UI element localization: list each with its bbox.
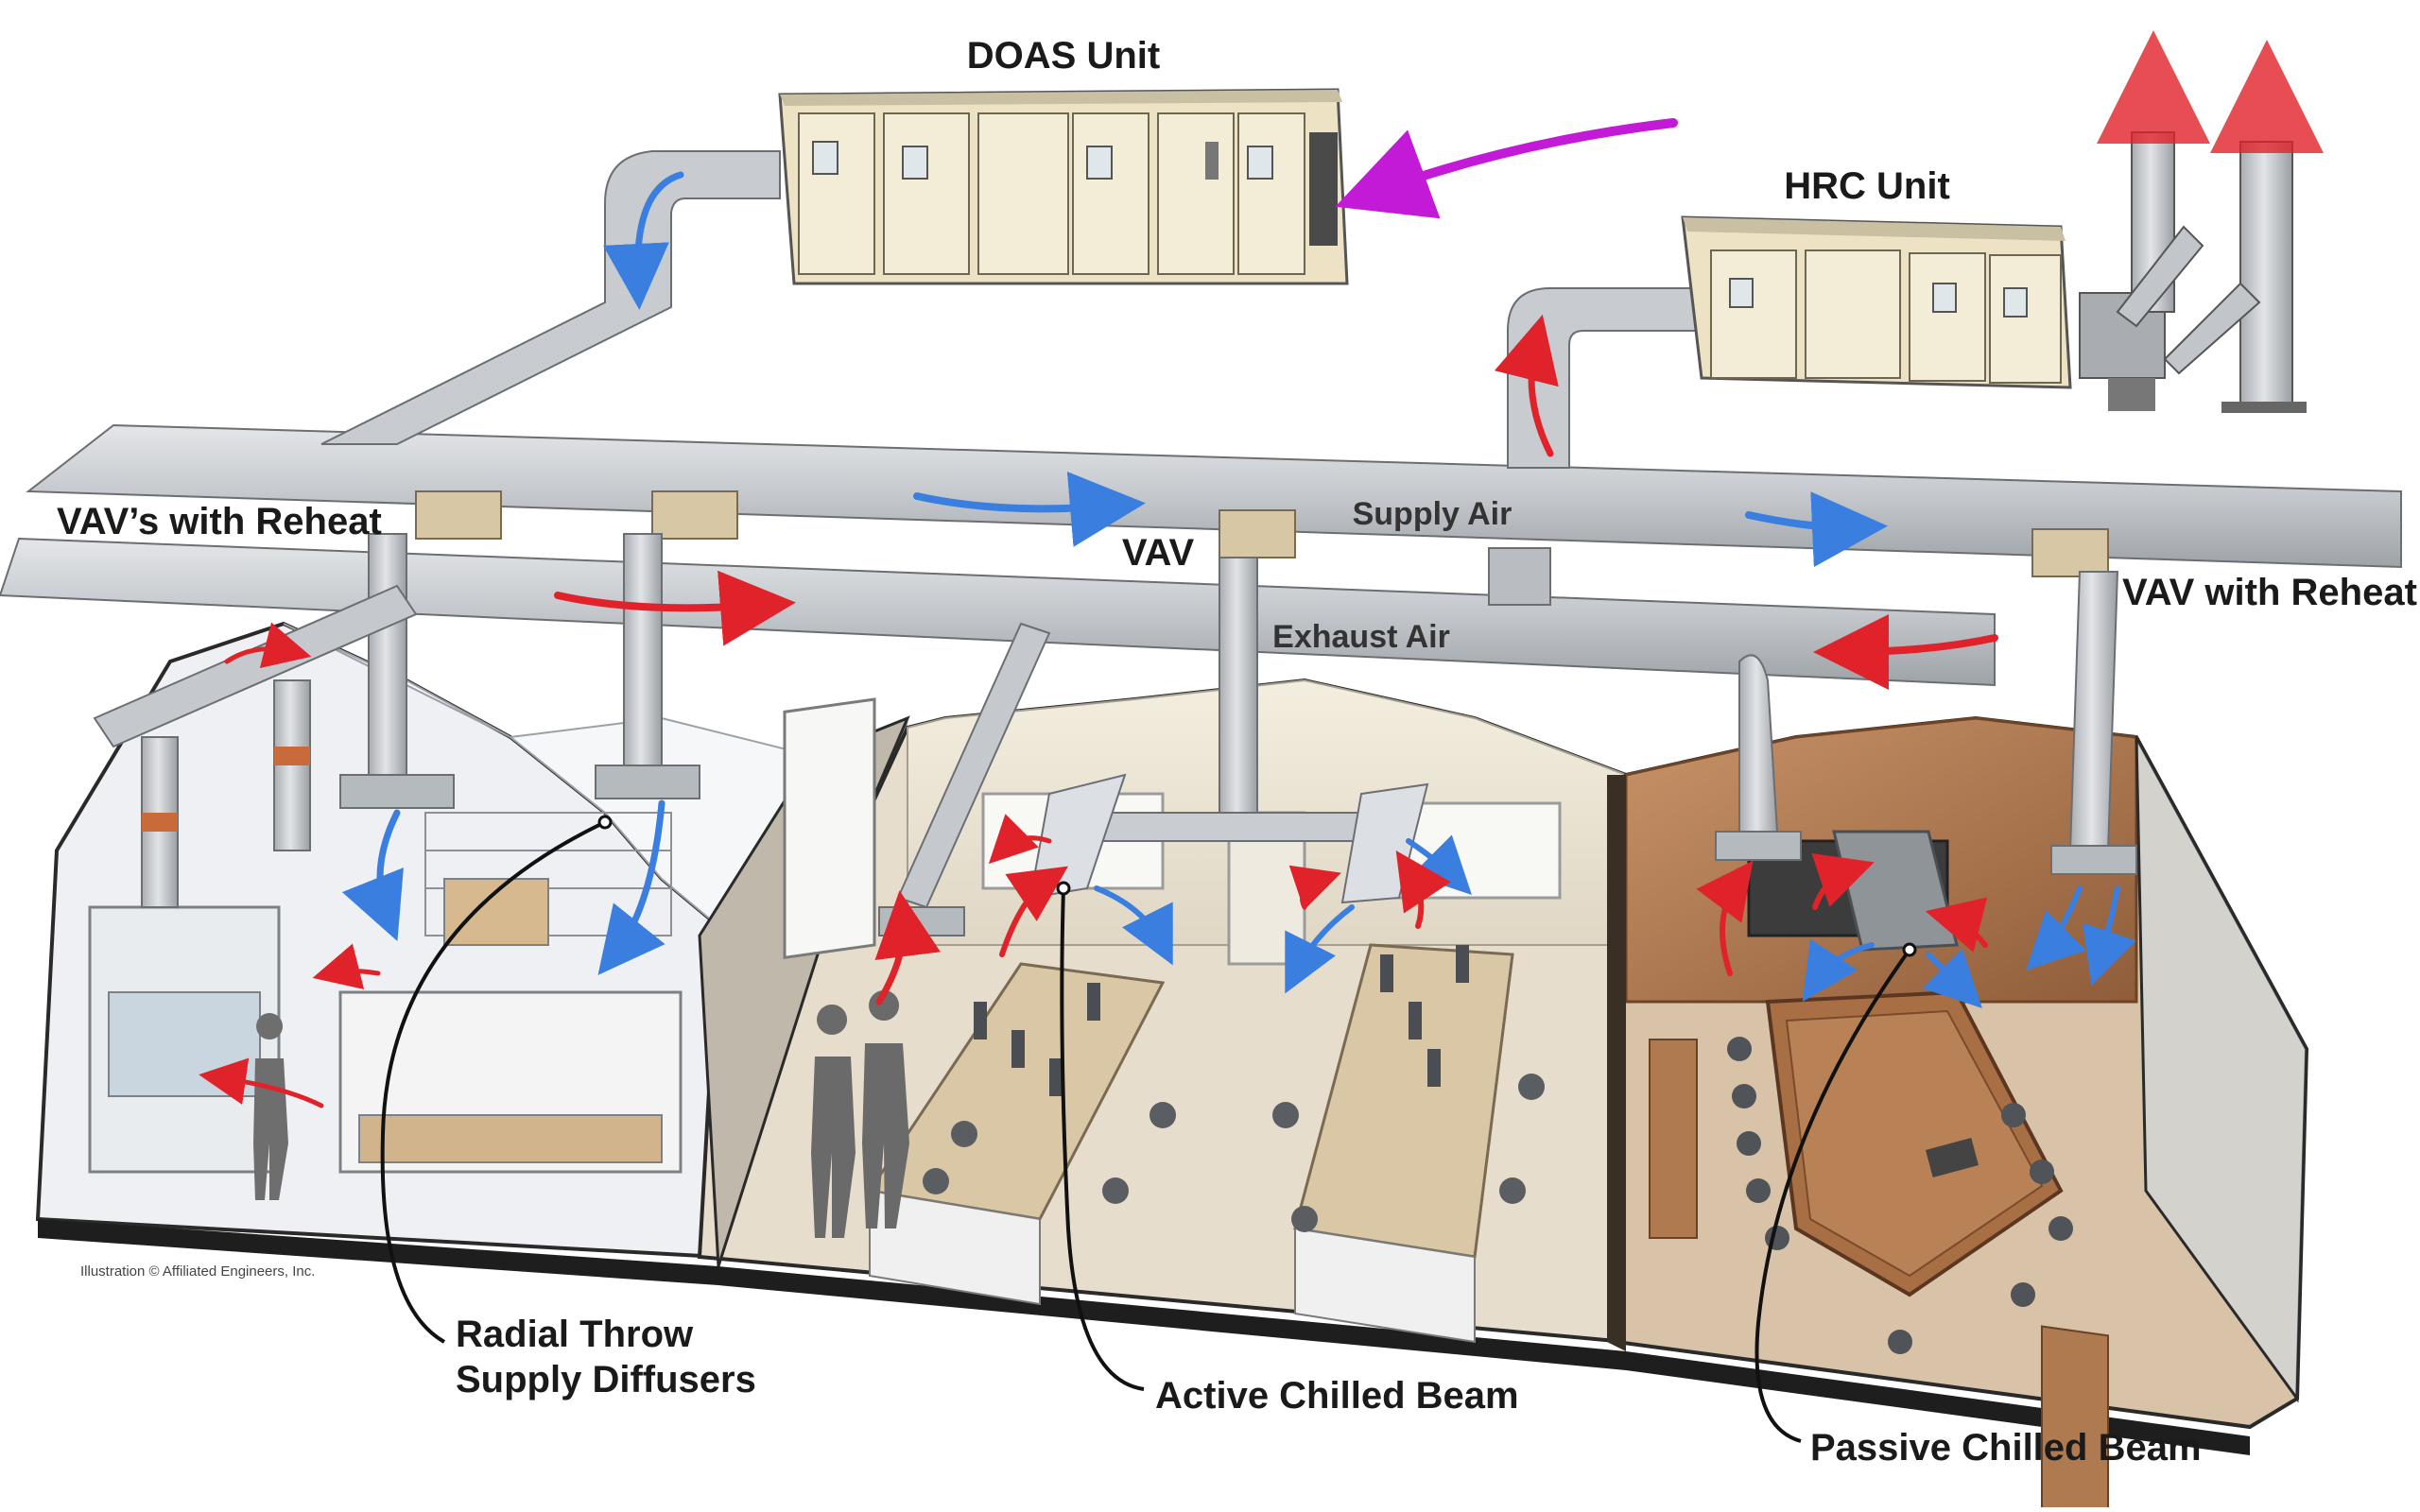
doas-unit [778, 88, 1349, 285]
vav-box-conference [2031, 528, 2109, 577]
label-vavs-with-reheat: VAV’s with Reheat [57, 501, 382, 542]
label-radial-throw-line1: Radial Throw [456, 1314, 694, 1355]
partition-wall-office-conference [1607, 775, 1626, 1351]
outside-air-arrow [1335, 118, 1678, 219]
credenza-right [2041, 1325, 2109, 1512]
vav-box-office [1219, 509, 1296, 558]
label-exhaust-air: Exhaust Air [1272, 619, 1450, 655]
leader-radial-throw [380, 820, 606, 1344]
label-vav: VAV [1122, 532, 1195, 574]
lab-cabinet [443, 878, 549, 946]
label-radial-throw-line2: Supply Diffusers [456, 1359, 756, 1400]
hrc-riser-arrow [1494, 314, 1559, 457]
hrc-exhaust-riser [1507, 287, 1703, 469]
conference-diffuser [2050, 845, 2137, 875]
lab-person-silhouette [253, 1013, 288, 1200]
supply-flow-arrow-1 [913, 472, 1146, 547]
floor-slab-edge [38, 1219, 2250, 1455]
leader-passive-chilled-beam [1754, 948, 1911, 1443]
hrc-unit [1681, 131, 2307, 413]
laptop [1925, 1138, 1979, 1177]
label-credit: Illustration © Affiliated Engineers, Inc… [80, 1263, 315, 1280]
exhaust-connector [1488, 547, 1551, 606]
supply-flow-arrow-2 [1745, 491, 1888, 568]
whiteboard [783, 697, 876, 960]
credenza-left [1649, 1039, 1698, 1239]
conference-exhaust-branch [1738, 654, 1779, 833]
exhaust-stack-2 [2239, 141, 2293, 407]
office-exhaust-grille [878, 906, 965, 936]
office-people-silhouette [811, 990, 909, 1238]
branch-ducts [93, 490, 2137, 952]
doas-supply-arrow [602, 171, 684, 310]
exhaust-air-duct [0, 537, 1996, 687]
supply-air-duct [26, 423, 2402, 569]
callout-leaders [380, 815, 1917, 1443]
vav-box-lab-2 [651, 490, 738, 540]
airflow-arrows [199, 30, 2324, 1108]
leader-active-chilled-beam [1060, 887, 1145, 1391]
label-hrc-unit: HRC Unit [1784, 165, 1950, 207]
label-vav-with-reheat: VAV with Reheat [2122, 572, 2417, 613]
glass-facade [2135, 736, 2308, 1403]
radial-diffuser-2 [595, 765, 700, 799]
text-labels: DOAS Unit HRC Unit VAV’s with Reheat VAV… [57, 35, 2417, 1469]
exhaust-flow-arrow-2 [1813, 613, 1998, 690]
label-active-chilled-beam: Active Chilled Beam [1155, 1375, 1519, 1417]
label-supply-air: Supply Air [1353, 496, 1512, 532]
exhaust-flow-arrow-1 [554, 570, 796, 646]
doas-supply-riser [320, 150, 781, 445]
chilled-beam-branch [1096, 812, 1381, 842]
label-doas-unit: DOAS Unit [967, 35, 1160, 77]
radial-diffuser-1 [339, 774, 455, 809]
vav-box-lab-1 [415, 490, 502, 540]
label-passive-chilled-beam: Passive Chilled Beam [1810, 1427, 2202, 1469]
